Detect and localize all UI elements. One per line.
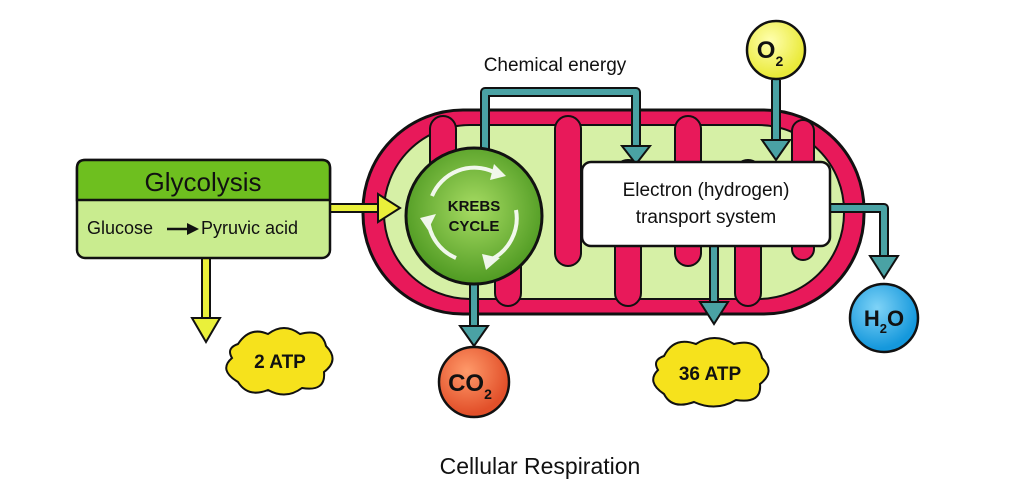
atp-badge-etc: 36 ATP [652, 337, 770, 408]
svg-text:O2: O2 [757, 37, 784, 69]
glycolysis-box: Glycolysis Glucose Pyruvic acid [75, 158, 332, 260]
oxygen-subscript: 2 [775, 53, 783, 69]
svg-text:CO2: CO2 [448, 370, 492, 402]
etc-label-line2: transport system [636, 207, 776, 228]
oxygen-arrowhead [760, 139, 792, 162]
glycolysis-reactant: Glucose [87, 218, 153, 238]
co2-subscript: 2 [484, 386, 492, 402]
water-symbol-o: O [887, 306, 904, 331]
etc-to-water-arrowhead [868, 255, 900, 280]
glycolysis-heading: Glycolysis [144, 167, 261, 197]
reaction-arrow-icon [167, 223, 199, 235]
atp-badge-glycolysis: 2 ATP [225, 327, 334, 396]
arrows [190, 80, 900, 348]
krebs-label-line2: CYCLE [449, 218, 500, 235]
diagram-title: Cellular Respiration [440, 453, 641, 479]
svg-text:H2O: H2O [864, 306, 904, 336]
oxygen-molecule: O2 [745, 19, 807, 81]
chemical-energy-label: Chemical energy [484, 55, 627, 76]
atp-glycolysis-label: 2 ATP [254, 352, 306, 373]
water-symbol-h: H [864, 306, 880, 331]
krebs-to-co2-arrowhead [458, 325, 490, 348]
krebs-label-line1: KREBS [448, 198, 501, 215]
atp-etc-label: 36 ATP [679, 364, 742, 385]
oxygen-symbol: O [757, 37, 776, 64]
glycolysis-header [75, 158, 332, 202]
water-molecule: H2O [848, 282, 920, 354]
water-subscript: 2 [880, 321, 887, 336]
cycle-arrows-icon [420, 164, 519, 270]
chemical-energy-arrowhead [619, 145, 653, 166]
etc-to-water-arrow [830, 205, 887, 258]
etc-to-atp-arrowhead [698, 301, 730, 326]
glycolysis-to-atp-arrowhead [190, 317, 222, 344]
carbon-dioxide-molecule: CO2 [437, 345, 511, 419]
glycolysis-to-krebs-arrowhead [377, 192, 402, 224]
co2-symbol: CO [448, 370, 484, 397]
crista-top [554, 115, 582, 267]
glycolysis-product: Pyruvic acid [201, 218, 298, 238]
krebs-cycle: KREBS CYCLE [404, 146, 544, 286]
etc-label-line1: Electron (hydrogen) [623, 180, 790, 201]
electron-transport-box: Electron (hydrogen) transport system [580, 160, 832, 248]
